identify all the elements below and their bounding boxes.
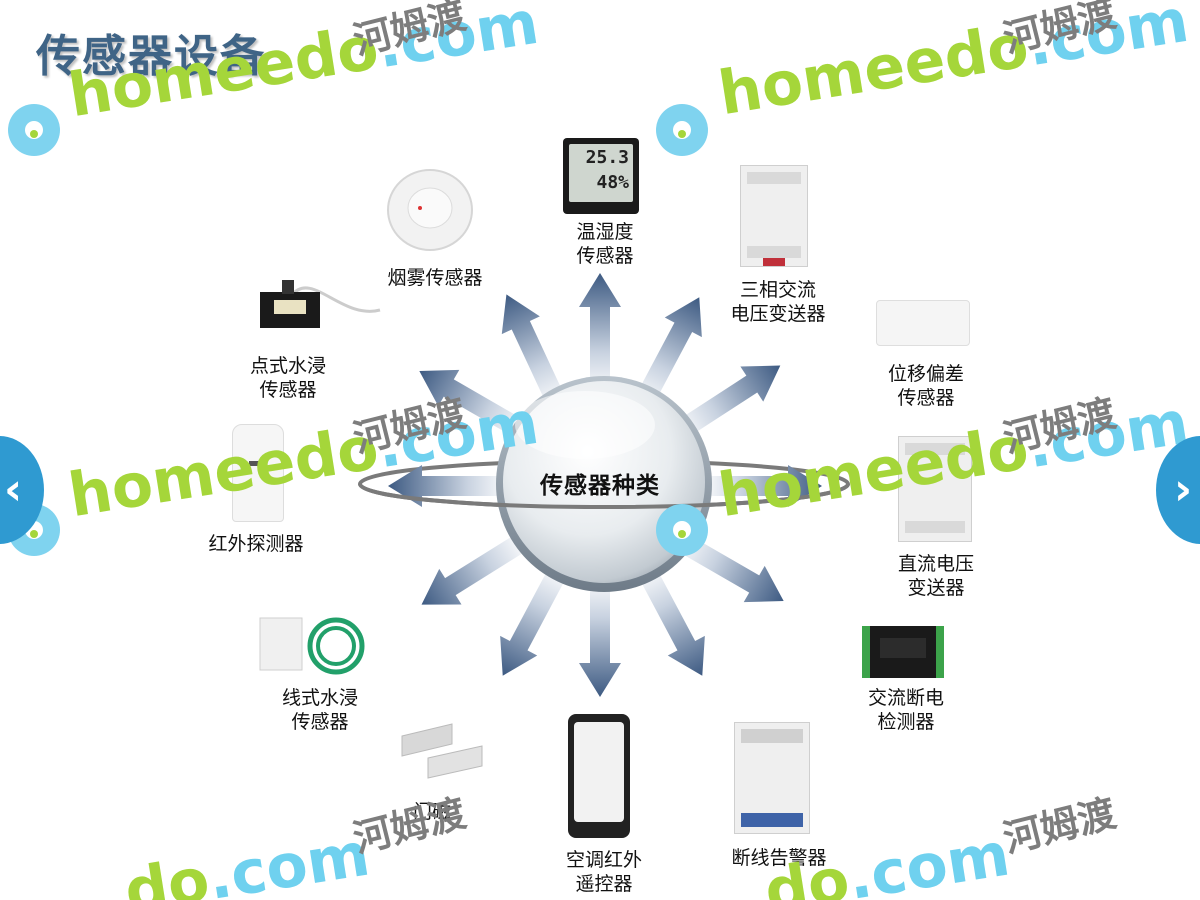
label-ac-outage: 交流断电 检测器: [867, 687, 944, 733]
smoke-detector-image: [387, 169, 473, 251]
label-point-water: 点式水浸 传感器: [249, 355, 326, 401]
chevron-left-icon: ‹: [4, 464, 23, 515]
dc-voltage-transmitter-image: [898, 436, 972, 542]
line-break-alarm-image: [734, 722, 810, 834]
center-label: 传感器种类: [540, 472, 660, 499]
label-thermo: 温湿度 传感器: [576, 221, 634, 267]
label-smoke: 烟雾传感器: [387, 267, 483, 289]
three-phase-transmitter-image: [740, 165, 808, 267]
displacement-sensor-image: [876, 300, 970, 346]
label-door: 门磁: [412, 801, 451, 823]
label-line-water: 线式水浸 传感器: [281, 687, 358, 733]
display-temp: 25.3: [585, 147, 629, 168]
label-infrared: 红外探测器: [208, 533, 304, 555]
label-three-phase: 三相交流 电压变送器: [730, 279, 826, 325]
watermark-flower-icon: [656, 504, 708, 556]
page-title: 传感器设备: [36, 31, 266, 82]
label-ac-remote: 空调红外 遥控器: [565, 849, 642, 895]
line-water-sensor-image: [259, 617, 365, 675]
label-displacement: 位移偏差 传感器: [887, 363, 964, 409]
point-water-sensor-image: [260, 280, 381, 328]
display-humidity: 48%: [596, 172, 629, 193]
thermo-hygrometer-image: 25.3 48%: [563, 138, 639, 214]
ac-remote-image: [568, 714, 630, 838]
arrow-down: [579, 575, 621, 697]
watermark-flower-icon: [8, 104, 60, 156]
label-dc-voltage: 直流电压 变送器: [897, 553, 974, 599]
label-line-break: 断线告警器: [731, 847, 827, 869]
watermark-flower-icon: [656, 104, 708, 156]
ac-outage-detector-image: [862, 626, 944, 678]
infrared-detector-image: [232, 424, 284, 522]
orbit-ring-front: [358, 483, 850, 509]
chevron-right-icon: ›: [1174, 464, 1193, 515]
door-magnetic-image: [401, 723, 483, 779]
